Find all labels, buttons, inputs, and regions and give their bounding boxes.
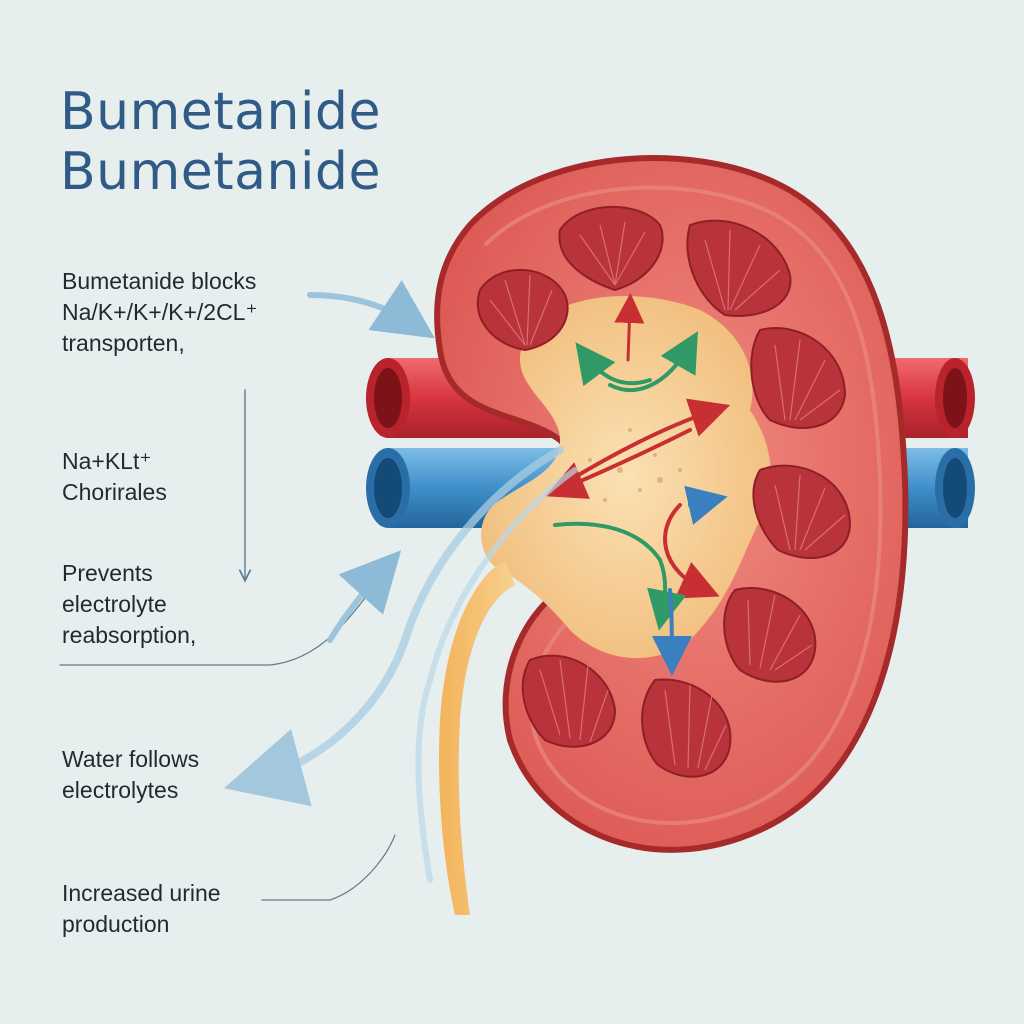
label-water-follows: Water follows electrolytes — [62, 744, 199, 806]
ureter — [439, 560, 515, 915]
label-blocks-transporter: Bumetanide blocks Na/K+/K+/K+/2CL⁺ trans… — [62, 266, 258, 359]
renal-pyramids — [476, 205, 852, 778]
arrow-electrolyte — [327, 550, 402, 643]
label-line: Increased urine — [62, 880, 221, 906]
title-line-1: Bumetanide — [60, 82, 381, 142]
arrow-blocks-transporter — [307, 280, 435, 339]
label-line: Chorirales — [62, 479, 167, 505]
label-na-kl: Na+KLt⁺ Chorirales — [62, 446, 167, 508]
annotation-arrows — [59, 280, 578, 901]
label-line: Prevents — [62, 560, 153, 586]
kidney-inner-rim — [483, 185, 883, 826]
water-flow-stream — [224, 446, 564, 807]
pyramid-striations — [489, 221, 846, 771]
label-line: Na+KLt⁺ — [62, 448, 152, 474]
label-line: electrolytes — [62, 777, 179, 803]
water-flow-stream-2 — [415, 467, 578, 883]
label-line: Water follows — [62, 746, 200, 772]
label-line: Na/K+/K+/K+/2CL⁺ — [62, 299, 258, 325]
page-title: Bumetanide Bumetanide — [60, 82, 381, 202]
label-line: electrolyte — [62, 591, 167, 617]
arrow-urine-line — [261, 834, 396, 901]
internal-flow-arrows — [545, 293, 731, 676]
label-line: Bumetanide blocks — [62, 268, 257, 294]
label-line: transporten, — [62, 330, 185, 356]
label-prevents-reabsorption: Prevents electrolyte reabsorption, — [62, 558, 196, 651]
label-line: reabsorption, — [62, 622, 197, 648]
label-increased-urine: Increased urine production — [62, 878, 221, 940]
label-line: production — [62, 911, 170, 937]
title-line-2: Bumetanide — [60, 142, 381, 202]
